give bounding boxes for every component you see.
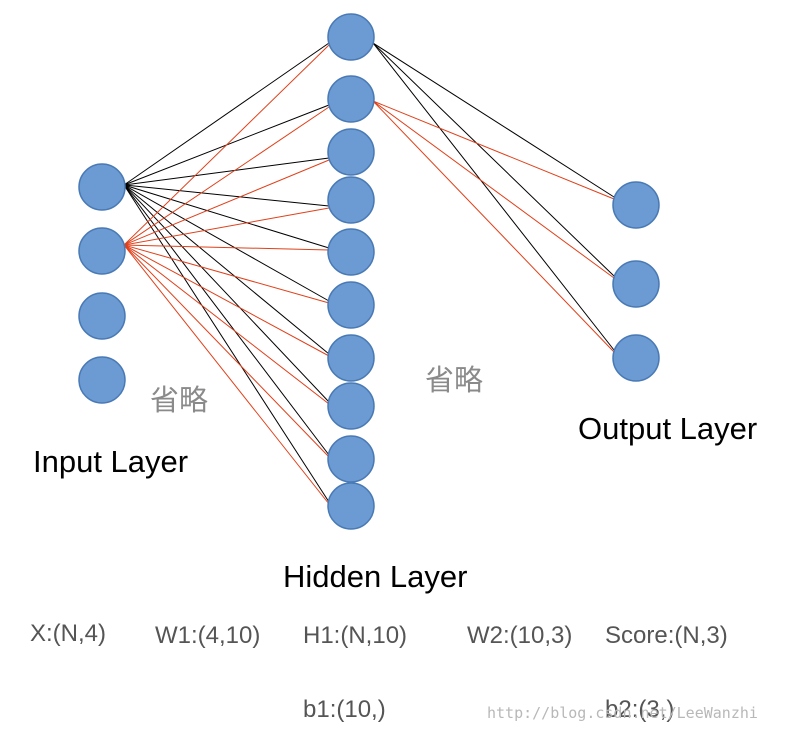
hidden-node-8: [327, 382, 375, 430]
input-node-4: [78, 356, 126, 404]
input-node-3: [78, 292, 126, 340]
edge-input2-hidden2: [123, 106, 330, 246]
input-node-2: [78, 227, 126, 275]
edge-input1-hidden1: [123, 42, 330, 186]
omitted-note-right: 省略: [425, 363, 484, 397]
output-layer-label: Output Layer: [578, 411, 758, 446]
hidden-node-7: [327, 334, 375, 382]
hidden-node-10: [327, 482, 375, 530]
omitted-note-left: 省略: [150, 383, 209, 417]
edge-input2-hidden9: [123, 244, 330, 458]
score-shape-label: Score:(N,3): [605, 622, 728, 649]
input-node-1: [78, 163, 126, 211]
edge-input2-hidden8: [123, 244, 330, 405]
edge-input2-hidden7: [123, 244, 330, 357]
h1-shape-label: H1:(N,10): [303, 622, 408, 649]
hidden-node-9: [327, 435, 375, 483]
output-node-1: [612, 181, 660, 229]
hidden-node-6: [327, 281, 375, 329]
edge-input2-hidden1: [123, 44, 330, 246]
x-shape-label: X:(N,4): [30, 620, 107, 647]
b1-shape-label: b1:(10,): [303, 696, 386, 723]
b2-shape-label: b2:(3,): [605, 696, 675, 723]
hidden-layer-label: Hidden Layer: [283, 559, 468, 594]
edge-input1-hidden9: [123, 184, 330, 456]
edge-input2-hidden10: [123, 244, 330, 505]
edge-input1-hidden3: [123, 157, 330, 186]
connections: [123, 42, 615, 505]
edge-input1-hidden4: [123, 184, 330, 207]
output-node-3: [612, 334, 660, 382]
edge-input1-hidden8: [123, 184, 330, 403]
edge-hidden1-output1: [372, 42, 615, 198]
hidden-node-3: [327, 128, 375, 176]
edge-input1-hidden7: [123, 184, 330, 355]
edge-hidden1-output3: [372, 42, 615, 351]
edge-input1-hidden5: [123, 184, 330, 249]
hidden-node-1: [327, 13, 375, 61]
hidden-node-5: [327, 228, 375, 276]
w1-shape-label: W1:(4,10): [155, 622, 261, 649]
edge-input2-hidden6: [123, 244, 330, 304]
watermark-text: http://blog.csdn.net/LeeWanzhi: [487, 704, 758, 722]
edge-input2-hidden4: [123, 207, 330, 246]
edge-input2-hidden3: [123, 159, 330, 246]
edge-input1-hidden10: [123, 184, 330, 503]
edge-hidden2-output1: [372, 100, 615, 200]
edge-hidden2-output3: [372, 100, 615, 353]
output-node-2: [612, 260, 660, 308]
input-layer-label: Input Layer: [33, 444, 189, 479]
edge-hidden1-output2: [372, 42, 615, 277]
w2-shape-label: W2:(10,3): [467, 622, 573, 649]
edge-input1-hidden6: [123, 184, 330, 302]
edge-hidden2-output2: [372, 100, 615, 279]
edge-input2-hidden5: [123, 244, 330, 251]
neurons: [78, 13, 660, 530]
hidden-node-2: [327, 75, 375, 123]
hidden-node-4: [327, 176, 375, 224]
